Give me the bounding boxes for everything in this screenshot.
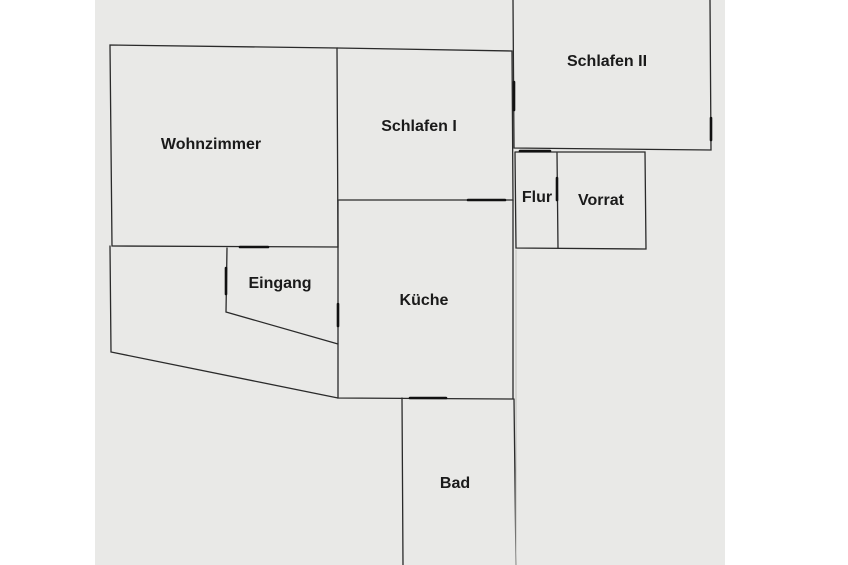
wall-eingang — [225, 247, 339, 345]
room-label-schlafen-1: Schlafen I — [381, 118, 457, 135]
room-label-schlafen-2: Schlafen II — [566, 53, 648, 70]
room-label-eingang: Eingang — [248, 275, 312, 292]
room-label-kueche: Küche — [399, 292, 449, 309]
wall-flur-vorrat — [514, 151, 647, 250]
wall-schlafen-1 — [336, 47, 514, 201]
paper-sheet — [95, 0, 725, 565]
wall-schlafen-2 — [512, 0, 712, 151]
wall-bad — [401, 397, 404, 565]
room-label-bad: Bad — [439, 475, 471, 492]
room-label-wohnzimmer: Wohnzimmer — [160, 136, 262, 153]
wall-lower-left — [109, 245, 339, 399]
room-label-vorrat: Vorrat — [578, 192, 624, 209]
room-label-flur: Flur — [521, 189, 553, 206]
